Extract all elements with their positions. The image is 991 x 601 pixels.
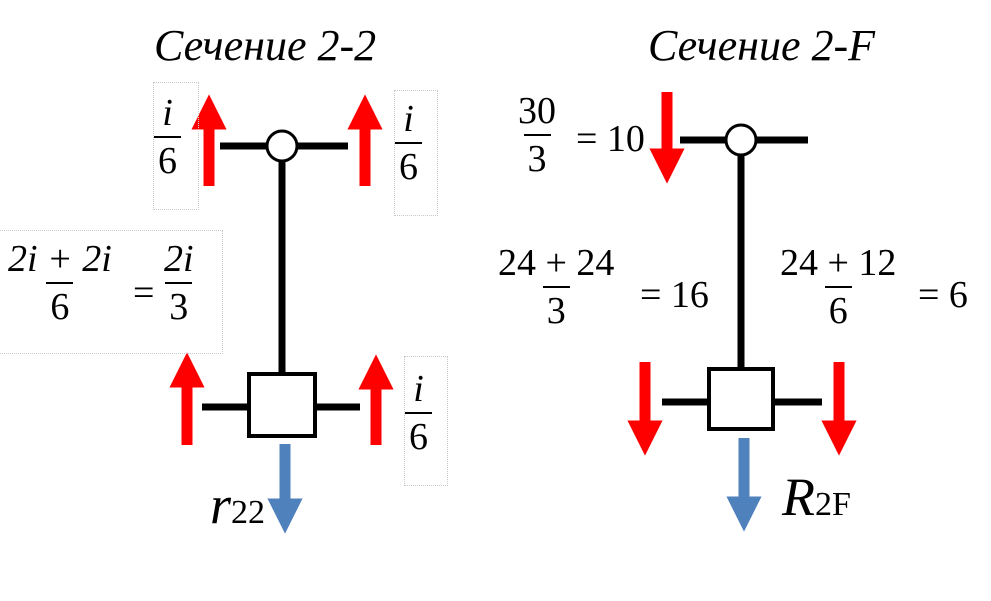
- right-mid-right-result: = 6: [918, 274, 968, 316]
- right-section-title: Сечение 2-F: [648, 21, 876, 70]
- frac-denominator: 3: [523, 134, 551, 178]
- left-top-right-frac: i 6: [395, 100, 422, 186]
- frac-denominator: 6: [154, 136, 181, 180]
- left-reaction-label: r22: [210, 478, 265, 532]
- left-mid-frac-box: [0, 230, 223, 354]
- left-top-left-frac-box: [153, 82, 199, 210]
- left-mid-frac-lhs: 2i + 2i 6: [4, 240, 116, 326]
- frac-denominator: 6: [46, 282, 74, 326]
- left-rigid-node: [247, 372, 317, 438]
- left-top-left-frac: i 6: [154, 94, 181, 180]
- reaction-symbol: r: [210, 475, 232, 535]
- right-hinge-node: [724, 123, 758, 157]
- right-mid-left-result: = 16: [640, 274, 709, 316]
- frac-denominator: 3: [165, 282, 193, 326]
- left-top-right-frac-box: [394, 90, 438, 216]
- frac-denominator: 6: [395, 142, 422, 186]
- right-top-result: = 10: [576, 118, 645, 160]
- right-frame: [662, 123, 822, 431]
- reaction-subscript: 2F: [815, 486, 851, 523]
- frac-numerator: i: [162, 92, 173, 134]
- left-bottom-right-frac: i 6: [405, 370, 432, 456]
- frac-denominator: 6: [824, 286, 852, 330]
- right-rigid-node: [707, 367, 775, 431]
- right-forces: [627, 92, 857, 532]
- reaction-subscript: 22: [231, 494, 266, 531]
- reaction-symbol: R: [782, 467, 815, 527]
- right-reaction-label: R2F: [782, 470, 851, 524]
- left-section-title: Сечение 2-2: [154, 21, 377, 70]
- frac-numerator: i: [413, 368, 424, 410]
- left-mid-equals: =: [133, 272, 155, 314]
- frac-numerator: 24 + 12: [780, 242, 897, 284]
- right-mid-left-frac: 24 + 24 3: [494, 244, 618, 330]
- frac-numerator: 24 + 24: [498, 242, 615, 284]
- left-mid-frac-rhs: 2i 3: [160, 240, 198, 326]
- frac-numerator: 30: [518, 90, 556, 132]
- left-hinge-node: [265, 129, 299, 163]
- right-top-frac: 30 3: [514, 92, 560, 178]
- left-frame: [202, 129, 360, 438]
- frac-denominator: 3: [542, 286, 570, 330]
- frac-numerator: 2i: [164, 238, 194, 280]
- right-mid-right-frac: 24 + 12 6: [776, 244, 900, 330]
- left-bottom-right-frac-box: [404, 356, 448, 486]
- frac-numerator: 2i + 2i: [8, 238, 112, 280]
- frac-denominator: 6: [405, 412, 432, 456]
- left-forces: [169, 94, 394, 534]
- frac-numerator: i: [403, 98, 414, 140]
